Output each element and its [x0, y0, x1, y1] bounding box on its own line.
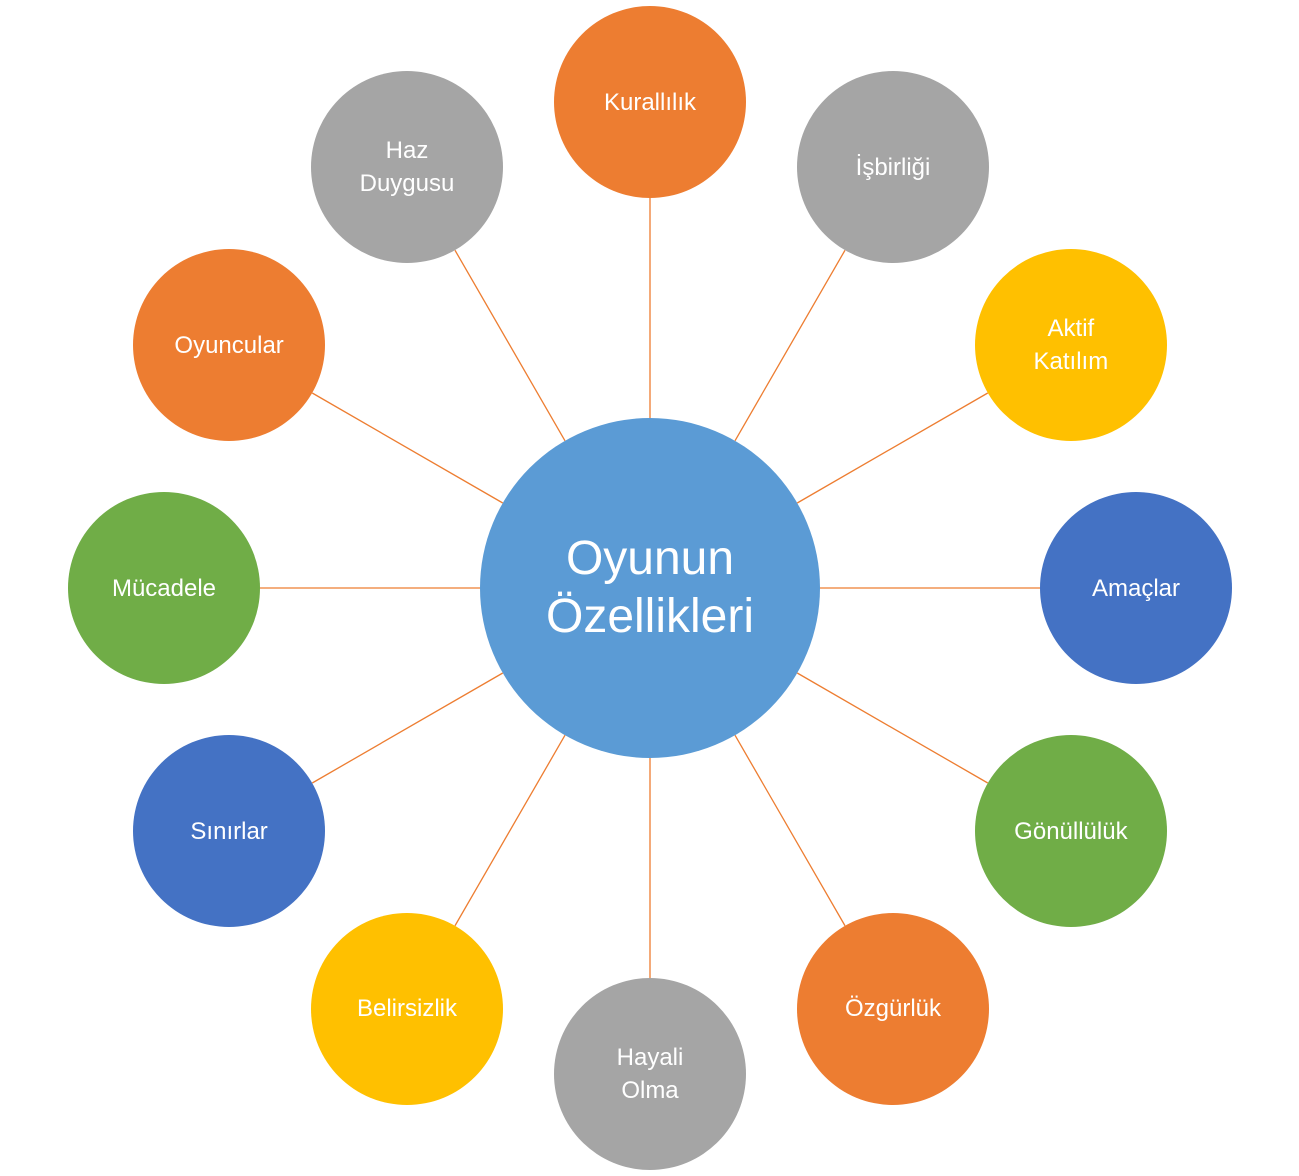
center-node: Oyunun Özellikleri — [480, 418, 820, 758]
node-label: Sınırlar — [190, 817, 268, 845]
node-label: Oyuncular — [174, 331, 284, 359]
node-label: Kurallılık — [603, 88, 697, 116]
node-label: Haz Duygusu — [359, 137, 455, 198]
connector-line — [311, 392, 504, 504]
node-hayali-olma: Hayali Olma — [554, 978, 746, 1170]
node-oyuncular: Oyuncular — [133, 249, 326, 441]
connector-line — [454, 734, 566, 927]
node-amaclar: Amaçlar — [1040, 492, 1232, 684]
connector-line — [734, 249, 846, 442]
center-node-label: Oyunun Özellikleri — [545, 532, 755, 643]
connector-line — [796, 672, 989, 784]
node-mucadele: Mücadele — [68, 492, 260, 684]
node-label: Belirsizlik — [356, 995, 457, 1023]
node-gonulluluk: Gönüllülük — [974, 735, 1167, 927]
node-label: İşbirliği — [855, 153, 931, 181]
connector-line — [454, 249, 566, 442]
node-belirsizlik: Belirsizlik — [311, 912, 503, 1105]
connector-line — [734, 734, 846, 927]
node-haz-duygusu: Haz Duygusu — [311, 71, 503, 264]
node-label: Aktif Katılım — [1033, 315, 1109, 375]
node-kurallilik: Kurallılık — [554, 6, 746, 198]
node-ozgurluk: Özgürlük — [797, 912, 989, 1105]
node-isbirligi: İşbirliği — [797, 71, 989, 264]
connector-line — [311, 672, 504, 784]
node-sinirlar: Sınırlar — [133, 735, 326, 927]
connector-line — [796, 392, 989, 504]
node-aktif-katilim: Aktif Katılım — [974, 249, 1167, 441]
node-label: Gönüllülük — [1014, 817, 1128, 845]
node-label: Özgürlük — [844, 995, 942, 1023]
node-label: Hayali Olma — [616, 1044, 684, 1104]
node-label: Amaçlar — [1091, 574, 1181, 602]
node-label: Mücadele — [111, 574, 217, 602]
